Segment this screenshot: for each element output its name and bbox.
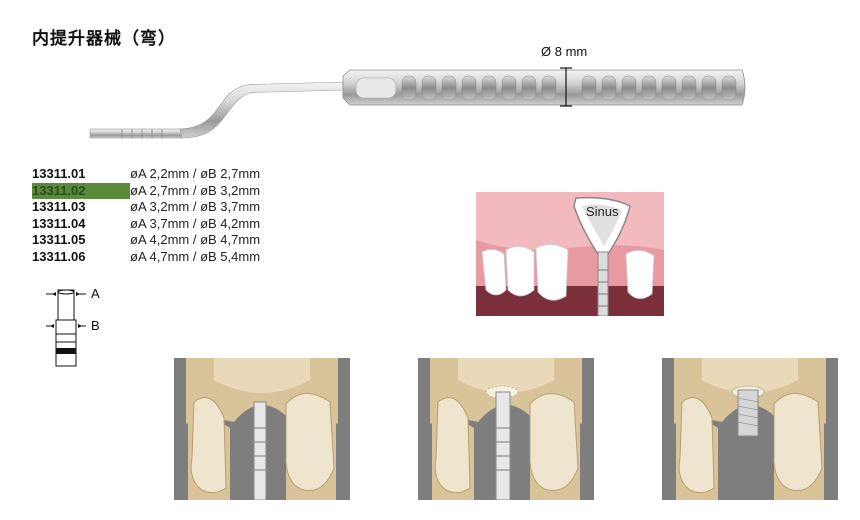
- product-row: 13311.04 øA 3,7mm / øB 4,2mm: [32, 216, 260, 233]
- sinus-teeth-illustration: [476, 192, 664, 316]
- cross-section-step-2-illustration: [418, 358, 594, 500]
- product-row: 13311.01 øA 2,2mm / øB 2,7mm: [32, 166, 260, 183]
- product-dimensions: øA 2,2mm / øB 2,7mm: [130, 166, 261, 181]
- product-row: 13311.06 øA 4,7mm / øB 5,4mm: [32, 249, 260, 266]
- product-row: 13311.05 øA 4,2mm / øB 4,7mm: [32, 232, 260, 249]
- osteotome-instrument-illustration: [89, 67, 746, 139]
- product-code: 13311.05: [32, 232, 86, 247]
- legend-label-a: A: [91, 286, 100, 301]
- product-code-list: 13311.01 øA 2,2mm / øB 2,7mm 13311.02 øA…: [32, 166, 260, 265]
- product-code: 13311.01: [32, 166, 86, 181]
- tip-dimension-legend-diagram: [46, 289, 86, 367]
- sinus-label: Sinus: [586, 204, 619, 219]
- cross-section-step-3-illustration: [662, 358, 838, 500]
- legend-label-b: B: [91, 318, 100, 333]
- product-dimensions: øA 3,2mm / øB 3,7mm: [130, 199, 261, 214]
- cross-section-step-1-illustration: [174, 358, 350, 500]
- diameter-label: Ø 8 mm: [541, 44, 588, 59]
- product-code: 13311.03: [32, 199, 86, 214]
- product-code: 13311.04: [32, 215, 86, 231]
- product-dimensions: øA 4,2mm / øB 4,7mm: [130, 232, 261, 247]
- page-title: 内提升器械（弯）: [32, 29, 176, 49]
- product-code: 13311.06: [32, 248, 86, 264]
- product-row: 13311.02 øA 2,7mm / øB 3,2mm: [32, 182, 261, 199]
- product-dimensions: øA 3,7mm / øB 4,2mm: [130, 215, 261, 231]
- product-code-highlighted: 13311.02: [32, 182, 130, 199]
- product-row: 13311.03 øA 3,2mm / øB 3,7mm: [32, 199, 260, 216]
- product-dimensions: øA 2,7mm / øB 3,2mm: [130, 182, 261, 198]
- product-dimensions: øA 4,7mm / øB 5,4mm: [130, 248, 261, 264]
